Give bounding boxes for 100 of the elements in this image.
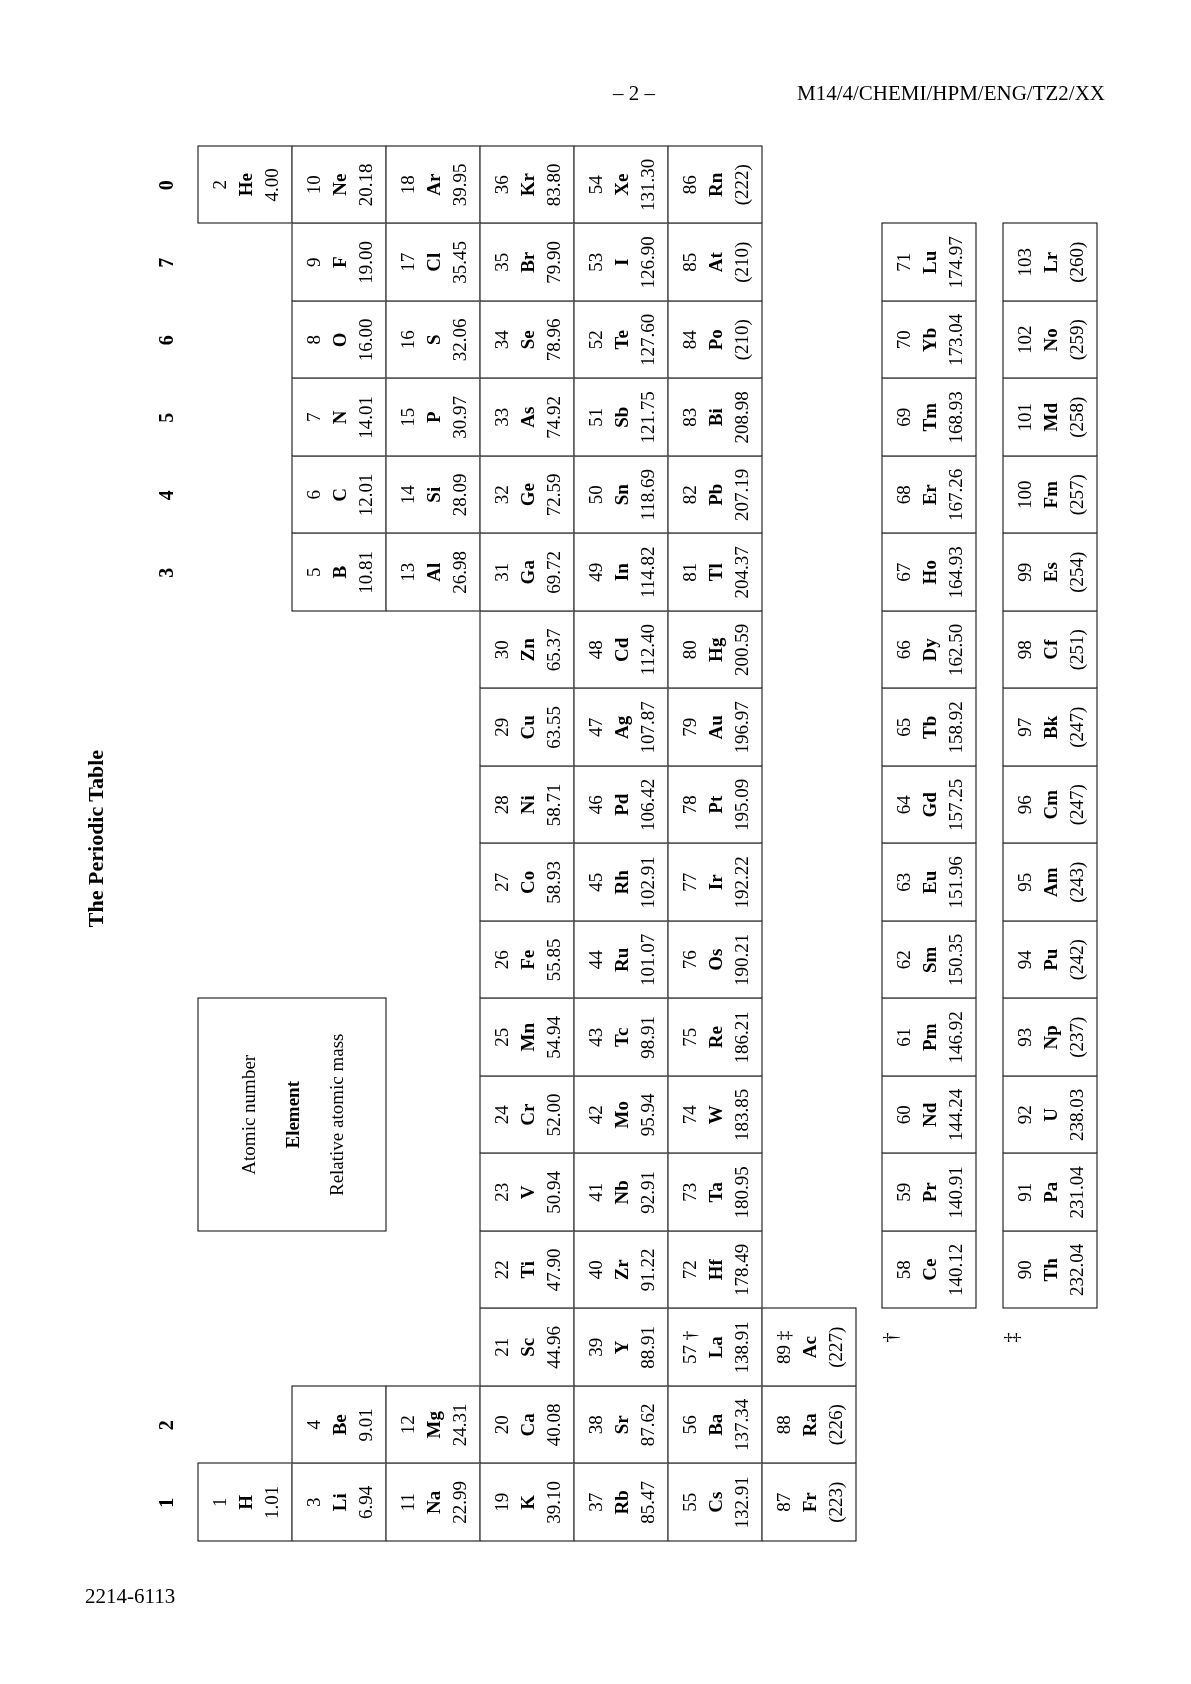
footnote-mark: ‡ [997, 1331, 1023, 1343]
element-cell [881, 842, 976, 921]
element-cell [291, 1462, 386, 1541]
atomic-mass: 207.19 [728, 468, 752, 521]
atomic-number: 34 [488, 329, 512, 349]
atomic-mass: 173.04 [942, 313, 966, 366]
atomic-number: 64 [890, 794, 914, 814]
atomic-mass: 88.91 [634, 1325, 658, 1369]
element-cell [1002, 687, 1097, 766]
element-cell [291, 222, 386, 301]
atomic-mass: 78.96 [540, 317, 564, 361]
element-symbol: Ni [514, 794, 538, 814]
element-cell [479, 687, 574, 766]
element-symbol: Fm [1037, 480, 1061, 508]
atomic-mass: 131.30 [634, 158, 658, 211]
element-symbol: Au [702, 714, 726, 739]
element-cell [667, 1462, 762, 1541]
element-symbol: I [608, 258, 632, 266]
atomic-number: 11 [394, 1492, 418, 1511]
atomic-mass: (237) [1063, 1016, 1088, 1058]
element-symbol: Gd [916, 791, 940, 817]
atomic-number: 1 [206, 1497, 230, 1507]
atomic-mass: (210) [728, 318, 753, 360]
atomic-mass: 63.55 [540, 705, 564, 749]
element-cell [761, 1307, 856, 1386]
atomic-mass: 121.75 [634, 390, 658, 443]
element-cell [667, 222, 762, 301]
element-cell [1002, 532, 1097, 611]
element-cell [291, 145, 386, 224]
atomic-mass: 200.59 [728, 623, 752, 676]
atomic-mass: 151.96 [942, 855, 966, 908]
element-cell [1002, 610, 1097, 689]
element-symbol: Sn [608, 483, 632, 505]
element-symbol: Tb [916, 715, 940, 739]
element-symbol: Zn [514, 637, 538, 661]
key-label: Atomic number [235, 1054, 259, 1175]
atomic-number: 17 [394, 252, 418, 272]
element-cell [881, 1230, 976, 1309]
element-cell [761, 1385, 856, 1464]
atomic-mass: 32.06 [446, 317, 470, 361]
atomic-number: 8 [300, 334, 324, 344]
element-symbol: V [514, 1184, 538, 1199]
atomic-number: 47 [582, 717, 606, 737]
element-symbol: Rh [608, 869, 632, 894]
element-symbol: Sb [608, 406, 632, 428]
group-number: 0 [153, 179, 177, 190]
element-symbol: Si [420, 486, 444, 503]
group-number: 2 [153, 1419, 177, 1430]
key-box [197, 997, 386, 1231]
element-symbol: Am [1037, 866, 1061, 897]
element-symbol: Pa [1037, 1181, 1061, 1203]
atomic-number: 91 [1011, 1182, 1035, 1202]
atomic-mass: 168.93 [942, 390, 966, 443]
element-cell [881, 610, 976, 689]
atomic-number: 92 [1011, 1104, 1035, 1124]
atomic-number: 73 [676, 1182, 700, 1202]
element-cell [881, 222, 976, 301]
element-cell [1002, 1152, 1097, 1231]
atomic-mass: 22.99 [446, 1480, 470, 1524]
element-cell [761, 1462, 856, 1541]
atomic-mass: 44.96 [540, 1325, 564, 1369]
element-symbol: W [702, 1104, 726, 1124]
atomic-number: 31 [488, 562, 512, 582]
atomic-number: 52 [582, 329, 606, 349]
atomic-mass: 127.60 [634, 313, 658, 366]
atomic-number: 70 [890, 329, 914, 349]
atomic-mass: 167.26 [942, 468, 966, 521]
element-symbol: Sc [514, 1337, 538, 1357]
element-symbol: Xe [608, 173, 632, 196]
element-cell [385, 455, 480, 534]
element-cell [479, 610, 574, 689]
atomic-number: 5 [300, 567, 324, 577]
atomic-mass: 208.98 [728, 390, 752, 443]
atomic-number: 55 [676, 1492, 700, 1512]
element-symbol: Ce [916, 1258, 940, 1281]
group-number: 6 [153, 334, 177, 345]
atomic-mass: 114.82 [634, 546, 658, 598]
element-symbol: Hf [702, 1258, 726, 1280]
atomic-mass: 107.87 [634, 700, 658, 753]
element-cell [385, 145, 480, 224]
atomic-number: 71 [890, 252, 914, 272]
atomic-mass: 47.90 [540, 1247, 564, 1291]
atomic-number: 40 [582, 1259, 606, 1279]
element-cell [479, 1152, 574, 1231]
element-cell [573, 222, 668, 301]
atomic-number: 58 [890, 1259, 914, 1279]
atomic-mass: 238.03 [1063, 1088, 1087, 1141]
atomic-mass: 112.40 [634, 623, 658, 676]
element-cell [573, 765, 668, 844]
atomic-number: 65 [890, 717, 914, 737]
element-symbol: Md [1037, 402, 1061, 431]
element-cell [573, 145, 668, 224]
atomic-number: 41 [582, 1182, 606, 1202]
element-cell [1002, 300, 1097, 379]
element-symbol: Pu [1037, 948, 1061, 971]
atomic-number: 25 [488, 1027, 512, 1047]
atomic-mass: 28.09 [446, 472, 470, 516]
group-number: 7 [153, 257, 177, 268]
atomic-number: 84 [676, 329, 700, 349]
atomic-mass: 192.22 [728, 855, 752, 908]
